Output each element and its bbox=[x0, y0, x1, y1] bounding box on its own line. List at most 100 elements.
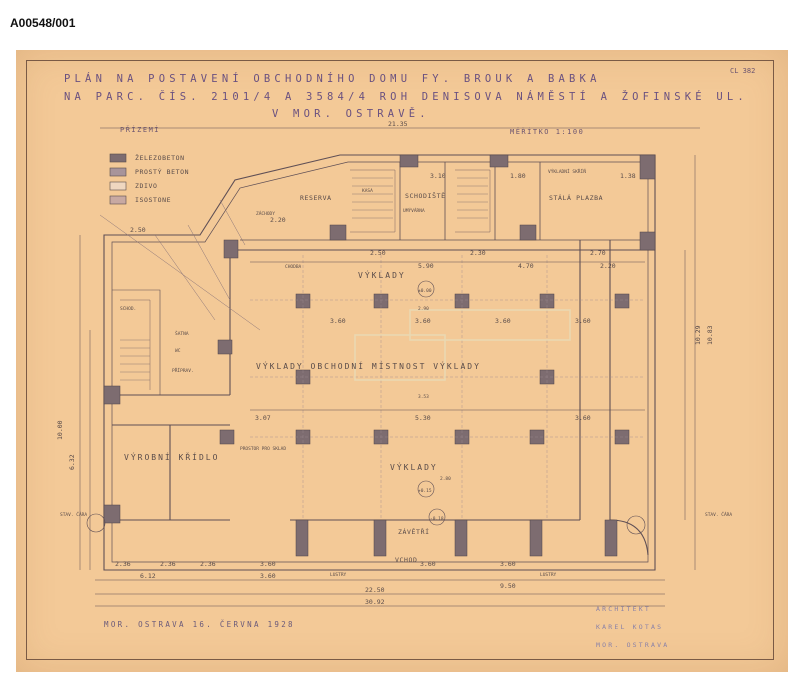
legend-label-zdivo: ZDIVO bbox=[135, 182, 158, 190]
column bbox=[639, 154, 656, 180]
dim-a-2: 2.50 bbox=[370, 249, 386, 257]
dim-row-f: 6.12 3.60 9.50 bbox=[140, 572, 516, 590]
legend-label-zelezobeton: ŽELEZOBETON bbox=[135, 153, 185, 162]
dim-row-d: 3.07 5.30 3.60 bbox=[255, 414, 591, 422]
floor-label: PŘÍZEMÍ bbox=[120, 125, 160, 134]
grid-lines bbox=[250, 255, 645, 520]
dim-row-b: 5.90 4.70 2.20 bbox=[418, 262, 616, 270]
stair-treads bbox=[120, 177, 488, 381]
dim-a-6: 2.70 bbox=[590, 249, 606, 257]
column bbox=[604, 519, 618, 557]
scale-label: MĚŘÍTKO 1:100 bbox=[510, 127, 584, 136]
level-b: +0.15 bbox=[418, 488, 432, 494]
archive-id: A00548/001 bbox=[10, 16, 76, 30]
dim-left-mid: 6.32 bbox=[68, 454, 76, 470]
dim-a-3: 3.10 bbox=[430, 172, 446, 180]
room-lustry-2: LUSTRY bbox=[540, 572, 557, 578]
room-staircase: SCHODIŠTĚ bbox=[405, 191, 446, 200]
dim-e-0: 2.36 bbox=[115, 560, 131, 568]
room-cloak: ŠATNA bbox=[175, 330, 189, 337]
room-prep: PŘÍPRAV. bbox=[172, 366, 194, 374]
dim-c-0: 3.60 bbox=[330, 317, 346, 325]
dim-c-2: 3.60 bbox=[495, 317, 511, 325]
column bbox=[614, 293, 630, 309]
drawing-sheet bbox=[16, 50, 788, 672]
dim-a-7: 1.38 bbox=[620, 172, 636, 180]
level-c: -0.18 bbox=[430, 516, 444, 522]
legend-swatch-beton bbox=[109, 167, 127, 177]
dim-e-4: 3.60 bbox=[420, 560, 436, 568]
columns bbox=[103, 154, 656, 557]
top-rooms bbox=[112, 162, 648, 395]
dim-d-1: 5.30 bbox=[415, 414, 431, 422]
legend-label-isostone: ISOSTONE bbox=[135, 196, 171, 204]
column bbox=[489, 154, 509, 168]
room-bottom-display: VÝKLADY bbox=[390, 461, 438, 472]
room-stair-left: SCHOD. bbox=[120, 306, 136, 312]
dim-d-2: 3.60 bbox=[575, 414, 591, 422]
dim-a-4: 2.30 bbox=[470, 249, 486, 257]
column bbox=[373, 519, 387, 557]
room-vendor: VÝROBNÍ KŘÍDLO bbox=[124, 451, 219, 462]
sheet-ref: CL 382 bbox=[730, 67, 755, 75]
column bbox=[223, 239, 239, 259]
legend-swatch-zdivo bbox=[109, 181, 127, 191]
room-entry-2: ZÁVĚTŘÍ bbox=[398, 527, 430, 536]
room-top-display: VÝKLADY bbox=[358, 269, 406, 280]
level-a: ±0.00 bbox=[418, 288, 432, 294]
dim-f-2: 9.50 bbox=[500, 582, 516, 590]
dim-row-a: 2.50 2.20 2.50 3.10 2.30 1.80 2.70 1.38 bbox=[130, 172, 636, 257]
room-hallway: CHODBA bbox=[285, 264, 302, 270]
legend-swatch-zelezobeton bbox=[109, 153, 127, 163]
center-c: 2.80 bbox=[440, 476, 451, 482]
room-wc: WC bbox=[175, 348, 181, 354]
stav-cara-left: STAV. ČÁRA bbox=[60, 511, 87, 518]
dim-e-3: 3.60 bbox=[260, 560, 276, 568]
title-line-1: PLÁN NA POSTAVENÍ OBCHODNÍHO DOMU FY. BR… bbox=[64, 72, 601, 85]
dim-bottom-total: 22.50 bbox=[365, 586, 385, 594]
footer-architect-name: KAREL KOTAS bbox=[596, 623, 663, 631]
room-lustry-1: LUSTRY bbox=[330, 572, 347, 578]
title-line-2: NA PARC. ČÍS. 2101/4 A 3584/4 ROH DENISO… bbox=[64, 90, 748, 103]
drawing-frame bbox=[26, 60, 774, 660]
center-a: 2.90 bbox=[418, 306, 429, 312]
room-stal-plazba: STÁLÁ PLAZBA bbox=[549, 193, 603, 202]
stav-cara-right: STAV. ČÁRA bbox=[705, 511, 732, 518]
dim-e-2: 2.36 bbox=[200, 560, 216, 568]
dim-f-1: 3.60 bbox=[260, 572, 276, 580]
dim-row-c: 3.60 3.60 3.60 3.60 bbox=[330, 317, 591, 325]
room-vykladne: VÝKLADNÍ SKŘÍŇ bbox=[548, 167, 586, 175]
column bbox=[219, 429, 235, 445]
dim-row-e: 2.36 2.36 2.36 3.60 3.60 3.60 bbox=[115, 560, 516, 568]
dim-right-a: 10.83 bbox=[706, 325, 714, 345]
legend: ŽELEZOBETON PROSTÝ BETON ZDIVO ISOSTONE bbox=[109, 153, 189, 205]
footer-architect-role: ARCHITEKT bbox=[596, 605, 651, 613]
dim-bottom-overall: 30.92 bbox=[365, 598, 385, 606]
dim-f-0: 6.12 bbox=[140, 572, 156, 580]
legend-swatch-isostone bbox=[109, 195, 127, 205]
column bbox=[639, 231, 656, 251]
footer-architect-place: MOR. OSTRAVA bbox=[596, 641, 669, 649]
title-line-3: V MOR. OSTRAVĚ. bbox=[272, 107, 430, 120]
column bbox=[529, 519, 543, 557]
column bbox=[103, 504, 121, 524]
room-main: VÝKLADY OBCHODNÍ MÍSTNOST VÝKLADY bbox=[256, 360, 481, 371]
construction-lines bbox=[99, 199, 261, 331]
room-panel: PROSTOR PRO SKLAD bbox=[240, 446, 286, 452]
dim-b-0: 5.90 bbox=[418, 262, 434, 270]
dim-a-1: 2.20 bbox=[270, 216, 286, 224]
room-reserva: RESERVA bbox=[300, 194, 332, 202]
column bbox=[295, 519, 309, 557]
dim-right-b: 10.29 bbox=[694, 325, 702, 345]
footer-place-date: MOR. OSTRAVA 16. ČERVNA 1928 bbox=[104, 620, 295, 629]
dim-top-total: 21.35 bbox=[388, 120, 408, 128]
dim-d-0: 3.07 bbox=[255, 414, 271, 422]
column bbox=[399, 154, 419, 168]
dim-b-1: 4.70 bbox=[518, 262, 534, 270]
column bbox=[519, 224, 537, 241]
dim-left-total: 10.00 bbox=[56, 420, 64, 440]
dim-c-3: 3.60 bbox=[575, 317, 591, 325]
column bbox=[454, 519, 468, 557]
room-entry: VCHOD bbox=[395, 556, 418, 564]
dim-b-2: 2.20 bbox=[600, 262, 616, 270]
